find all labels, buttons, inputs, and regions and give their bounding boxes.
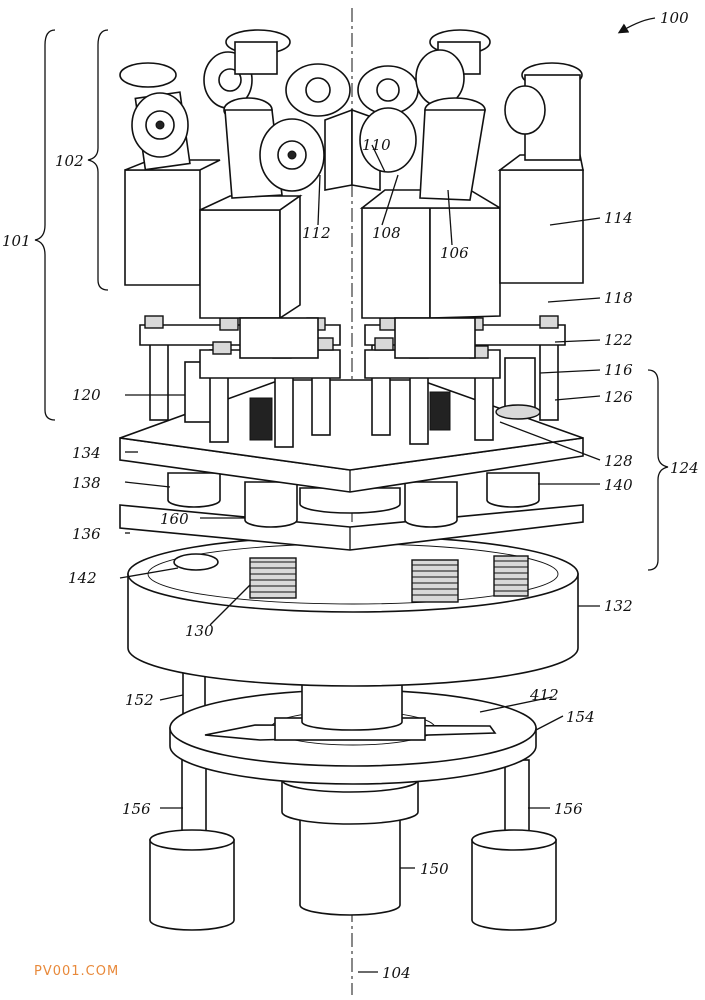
- label-154: 154: [566, 708, 595, 726]
- motor-150: [281, 767, 419, 916]
- label-118: 118: [604, 289, 633, 307]
- nozzle-assembly-102: [119, 29, 583, 201]
- bracket-101: [34, 29, 56, 421]
- label-100: 100: [660, 9, 689, 27]
- label-102: 102: [55, 152, 84, 170]
- label-128: 128: [604, 452, 633, 470]
- drive-shaft: [301, 675, 403, 731]
- label-156-right: 156: [554, 800, 583, 818]
- leader-lines: [119, 17, 656, 973]
- label-138: 138: [72, 474, 101, 492]
- guide-cylinders: [167, 472, 540, 528]
- springs-130: [173, 553, 529, 603]
- label-110: 110: [362, 136, 391, 154]
- label-160: 160: [160, 510, 189, 528]
- label-412: 412: [529, 686, 559, 704]
- label-112: 112: [302, 224, 331, 242]
- label-104: 104: [382, 964, 411, 982]
- label-106: 106: [440, 244, 469, 262]
- label-156-left: 156: [122, 800, 151, 818]
- roller-128: [495, 404, 541, 420]
- cam-follower-142: [173, 553, 219, 571]
- label-114: 114: [604, 209, 633, 227]
- label-152: 152: [125, 691, 154, 709]
- label-116: 116: [604, 361, 633, 379]
- label-132: 132: [604, 597, 633, 615]
- bracket-124: [647, 369, 669, 571]
- housing-132: [127, 535, 579, 687]
- label-150: 150: [420, 860, 449, 878]
- label-122: 122: [604, 331, 633, 349]
- label-142: 142: [68, 569, 97, 587]
- label-108: 108: [372, 224, 401, 242]
- label-134: 134: [72, 444, 101, 462]
- label-140: 140: [604, 476, 633, 494]
- label-124: 124: [670, 459, 699, 477]
- plate-136: [119, 504, 584, 551]
- counterweight-right: [471, 759, 557, 931]
- label-120: 120: [72, 386, 101, 404]
- plate-134: [119, 379, 584, 493]
- label-101: 101: [2, 232, 31, 250]
- reference-labels: 100 101 102 104 106 108 110 112 114 116 …: [2, 9, 699, 982]
- counterweight-left: [149, 759, 235, 931]
- label-126: 126: [604, 388, 633, 406]
- watermark: PV001.COM: [34, 964, 119, 979]
- label-130: 130: [185, 622, 214, 640]
- label-136: 136: [72, 525, 101, 543]
- bracket-102: [87, 29, 109, 291]
